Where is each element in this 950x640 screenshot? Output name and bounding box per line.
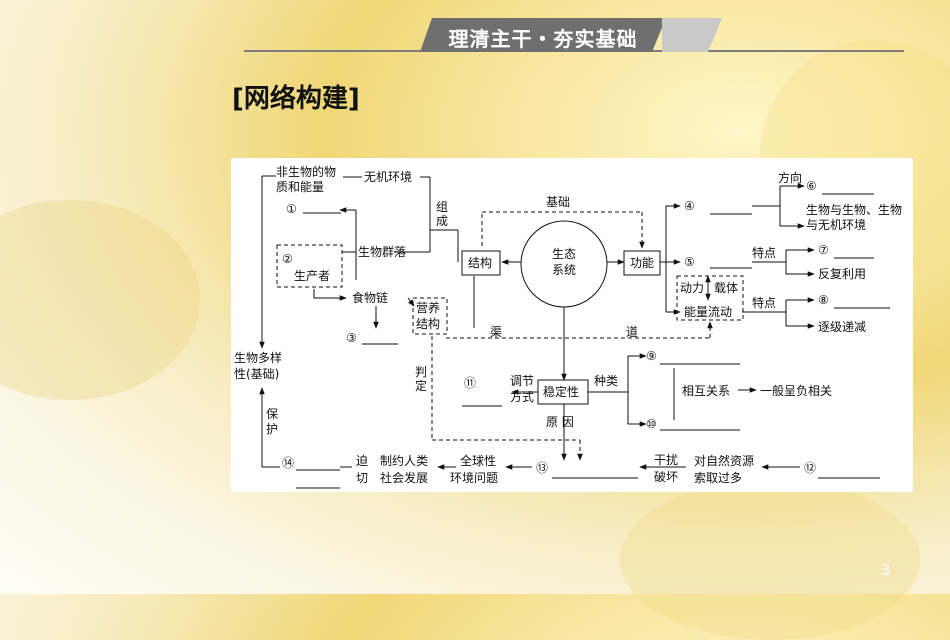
cause-label: 原 因 xyxy=(546,415,574,429)
blank-number: ⑭ xyxy=(282,456,294,470)
regulate-label: 方式 xyxy=(510,389,534,404)
blank-number: ② xyxy=(282,252,293,266)
ecosystem-circle xyxy=(520,220,608,308)
producer-group-box xyxy=(276,244,343,288)
foundation-label: 基础 xyxy=(546,195,570,209)
blank-number: ④ xyxy=(684,199,695,213)
channel-label: 渠 xyxy=(490,325,502,339)
channel-label: 道 xyxy=(626,325,638,339)
stability-label: 稳定性 xyxy=(543,384,579,399)
section-title: [网络构建] xyxy=(232,84,360,114)
restrict-label: 社会发展 xyxy=(380,470,428,485)
power-label: 动力 xyxy=(680,281,704,295)
urgent-label: 迫 xyxy=(356,454,368,468)
community-label: 生物群落 xyxy=(358,245,406,259)
relation-label: 生物与生物、生物 xyxy=(806,203,902,217)
direction-label: 方向 xyxy=(778,170,802,185)
energy-flow-group-box xyxy=(676,275,744,321)
nutrient-structure-label: 结构 xyxy=(416,316,440,331)
recycle-label: 反复利用 xyxy=(818,267,866,281)
protect-label: 保 xyxy=(266,407,278,421)
resource-label: 索取过多 xyxy=(694,471,742,485)
disturb-label: 破坏 xyxy=(654,469,678,484)
compose-label: 成 xyxy=(436,214,448,228)
blank-number: ⑬ xyxy=(536,461,548,475)
nutrient-structure-label: 营养 xyxy=(416,300,440,315)
energy-flow-label: 能量流动 xyxy=(684,305,732,319)
blank-number: ⑦ xyxy=(818,243,829,257)
protect-label: 护 xyxy=(266,422,278,436)
neg-corr-label: 一般呈负相关 xyxy=(760,383,832,398)
resource-label: 对自然资源 xyxy=(694,453,754,468)
function-label: 功能 xyxy=(630,256,654,270)
producer-label: 生产者 xyxy=(294,269,330,283)
food-chain-label: 食物链 xyxy=(352,290,388,305)
ecosystem-label: 生态 xyxy=(552,247,576,261)
biodiversity-label: 性(基础) xyxy=(234,367,279,381)
nutrient-structure-box xyxy=(412,297,448,335)
compose-label: 组 xyxy=(436,200,448,214)
regulate-label: 调节 xyxy=(510,374,534,388)
judge-label: 判 xyxy=(415,365,427,379)
mutual-label: 相互关系 xyxy=(682,384,730,398)
nonliving-label: 非生物的物 xyxy=(276,164,336,179)
header-banner: 理清主干・夯实基础 xyxy=(420,18,666,52)
stability-box xyxy=(537,379,589,405)
abiotic-env-label: 无机环境 xyxy=(364,169,412,184)
global-issue-label: 环境问题 xyxy=(450,470,498,485)
blank-number: ⑩ xyxy=(646,417,657,431)
structure-box xyxy=(461,250,501,276)
biodiversity-label: 生物多样 xyxy=(234,350,282,365)
header-title: 理清主干・夯实基础 xyxy=(448,27,638,51)
blank-number: ① xyxy=(286,202,297,216)
urgent-label: 切 xyxy=(356,471,368,485)
feature-label: 特点 xyxy=(752,295,776,310)
concept-map: 非生物的物 质和能量 无机环境 ① ② 生产者 生物群落 食物链 ③ 营养 结构… xyxy=(234,164,902,489)
blank-number: ⑥ xyxy=(806,179,817,193)
concept-map-panel: 非生物的物 质和能量 无机环境 ① ② 生产者 生物群落 食物链 ③ 营养 结构… xyxy=(231,158,913,492)
kinds-label: 种类 xyxy=(594,374,618,388)
judge-label: 定 xyxy=(415,378,427,393)
header-accent xyxy=(662,18,722,52)
structure-label: 结构 xyxy=(468,255,492,270)
page-number: 3 xyxy=(881,561,891,579)
background-petal xyxy=(620,480,920,640)
carrier-label: 载体 xyxy=(714,281,738,295)
global-issue-label: 全球性 xyxy=(460,453,496,468)
feature-label: 特点 xyxy=(752,245,776,260)
decrease-label: 逐级递减 xyxy=(818,320,866,334)
relation-label: 与无机环境 xyxy=(806,217,866,232)
blank-number: ③ xyxy=(346,331,357,345)
ecosystem-label: 系统 xyxy=(552,263,576,277)
nonliving-label: 质和能量 xyxy=(276,180,324,194)
function-box xyxy=(623,250,661,276)
blank-number: ⑧ xyxy=(818,293,829,307)
blank-number: ⑨ xyxy=(646,349,657,363)
blank-number: ⑤ xyxy=(684,255,695,269)
disturb-label: 干扰 xyxy=(654,453,678,467)
blank-number: ⑫ xyxy=(804,461,816,475)
blank-number: ⑪ xyxy=(464,376,476,390)
restrict-label: 制约人类 xyxy=(380,453,428,468)
background-petal xyxy=(0,200,200,400)
